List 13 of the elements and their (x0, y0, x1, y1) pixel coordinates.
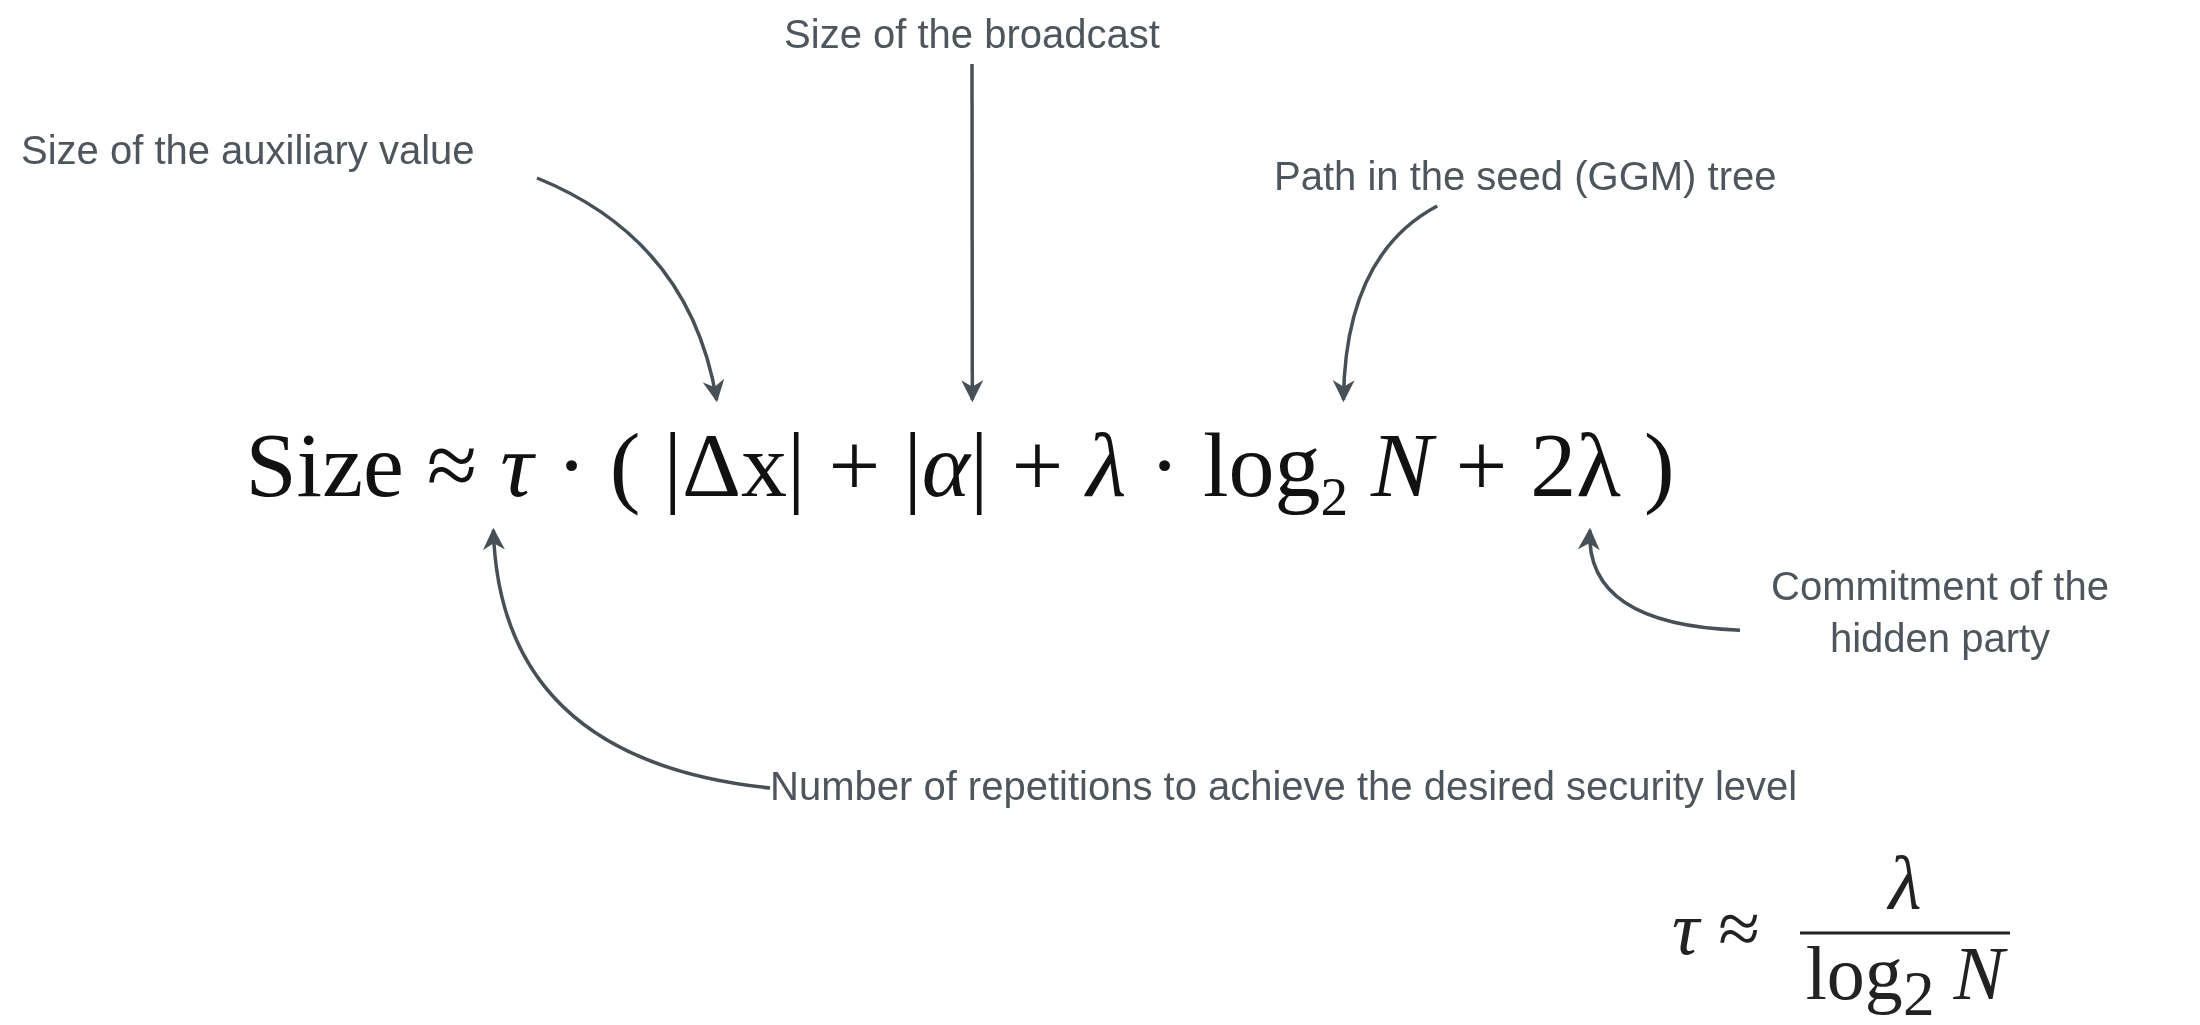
annotation-text: Size of the broadcast (700, 8, 1244, 64)
formula-text: λ (1888, 845, 1922, 921)
annotation-text: Size of the auxiliary value (21, 124, 621, 178)
arrow (536, 176, 724, 403)
formula-text: τ ≈ (1672, 890, 1760, 966)
formula: Size ≈ τ · ( |Δx| + |α| + λ · log$_{2}$ N + 2λ ) (190, 400, 1730, 530)
arrow (961, 64, 984, 403)
arrow (484, 527, 771, 790)
annotation-text: Number of repetitions to achieve the desired security level (770, 760, 2170, 816)
annotation-text: Commitment of the hidden party (1740, 560, 2140, 690)
arrow (1333, 204, 1439, 403)
annotation-text: Path in the seed (GGM) tree (1274, 150, 1914, 206)
arrow (1579, 527, 1741, 632)
